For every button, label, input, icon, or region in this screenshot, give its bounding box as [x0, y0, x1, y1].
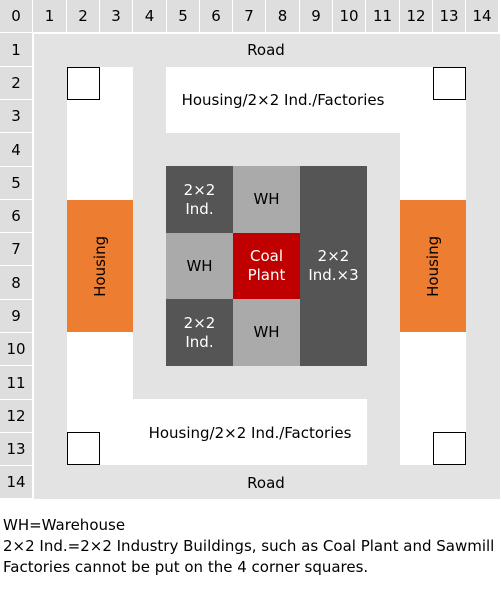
row-header: 12 — [0, 400, 33, 433]
bottom-band-label: Housing/2×2 Ind./Factories — [148, 424, 352, 442]
legend-line-3: Factories cannot be put on the 4 corner … — [3, 558, 369, 576]
coal-plant-line2: Plant — [247, 266, 286, 284]
corner-square-top-left — [67, 67, 100, 100]
row-header: 9 — [0, 300, 33, 333]
housing-right-label: Housing — [423, 235, 442, 297]
industry-bottom-left-line2: Ind. — [185, 332, 214, 351]
industry-block-top-left: 2×2 Ind. — [166, 166, 233, 233]
row-header: 13 — [0, 433, 33, 466]
warehouse-left: WH — [166, 233, 233, 299]
coal-plant: Coal Plant — [233, 233, 300, 299]
warehouse-top: WH — [233, 166, 300, 233]
warehouse-left-label: WH — [186, 256, 213, 275]
column-header: 5 — [167, 0, 200, 33]
column-header: 14 — [466, 0, 499, 33]
industry-top-left-line1: 2×2 — [183, 180, 216, 199]
housing-left-label: Housing — [90, 235, 109, 297]
column-header: 9 — [300, 0, 333, 33]
housing-left: Housing — [67, 200, 133, 332]
legend: WH=Warehouse 2×2 Ind.=2×2 Industry Build… — [3, 515, 494, 578]
column-header: 2 — [67, 0, 100, 33]
row-header: 10 — [0, 333, 33, 366]
corner-square-bottom-left — [67, 432, 100, 465]
row-header: 14 — [0, 466, 33, 499]
bottom-band — [133, 399, 367, 465]
row-header: 2 — [0, 67, 33, 100]
column-header: 11 — [366, 0, 400, 33]
industry-block-right: 2×2 Ind.×3 — [300, 166, 367, 366]
industry-right-line1: 2×2 — [317, 247, 350, 266]
industry-bottom-left-line1: 2×2 — [183, 313, 216, 332]
road-label-top: Road — [247, 41, 285, 59]
column-header: 7 — [233, 0, 266, 33]
legend-line-1: WH=Warehouse — [3, 516, 126, 534]
warehouse-top-label: WH — [253, 190, 280, 209]
row-header: 7 — [0, 233, 33, 266]
industry-top-left-line2: Ind. — [185, 199, 214, 218]
legend-line-2: 2×2 Ind.=2×2 Industry Buildings, such as… — [3, 537, 495, 555]
top-band-label: Housing/2×2 Ind./Factories — [181, 91, 385, 109]
road-label-bottom: Road — [247, 474, 285, 492]
column-header: 0 — [0, 0, 33, 33]
corner-square-top-right — [433, 67, 466, 100]
top-band — [166, 67, 400, 133]
column-header: 6 — [200, 0, 233, 33]
industry-right-line2: Ind.×3 — [308, 266, 359, 284]
warehouse-bottom-label: WH — [253, 323, 280, 342]
row-header: 6 — [0, 200, 33, 233]
column-header: 1 — [33, 0, 67, 33]
row-header: 4 — [0, 133, 33, 167]
column-header: 13 — [433, 0, 466, 33]
row-header: 1 — [0, 33, 33, 67]
row-header: 5 — [0, 167, 33, 200]
warehouse-bottom: WH — [233, 299, 300, 366]
corner-square-bottom-right — [433, 432, 466, 465]
row-header: 11 — [0, 366, 33, 400]
column-header: 10 — [333, 0, 366, 33]
row-header: 8 — [0, 266, 33, 300]
coal-plant-line1: Coal — [249, 247, 283, 266]
column-header: 12 — [400, 0, 433, 33]
industry-block-bottom-left: 2×2 Ind. — [166, 299, 233, 366]
column-header: 3 — [100, 0, 133, 33]
row-header: 3 — [0, 100, 33, 133]
column-header: 8 — [266, 0, 300, 33]
column-header: 4 — [133, 0, 167, 33]
housing-right: Housing — [400, 200, 466, 332]
